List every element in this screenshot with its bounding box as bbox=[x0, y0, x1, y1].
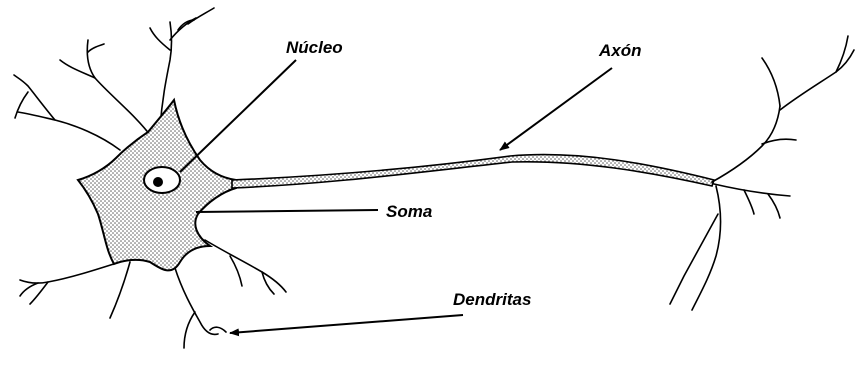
dendrites-lower-left bbox=[20, 262, 226, 348]
dendrites-upper-left bbox=[14, 8, 214, 150]
axon-shaft bbox=[232, 155, 714, 188]
axon-label: Axón bbox=[598, 41, 642, 60]
dendrites-lower-right bbox=[205, 240, 286, 294]
dendrites-label: Dendritas bbox=[453, 290, 531, 309]
soma-pointer bbox=[196, 210, 378, 212]
soma-label: Soma bbox=[386, 202, 432, 221]
axon-pointer bbox=[500, 68, 612, 150]
axon-terminals bbox=[670, 36, 854, 310]
nucleolus bbox=[153, 177, 163, 187]
dendrites-pointer bbox=[230, 315, 463, 333]
nucleus-label: Núcleo bbox=[286, 38, 343, 57]
nucleus-pointer bbox=[180, 60, 296, 172]
